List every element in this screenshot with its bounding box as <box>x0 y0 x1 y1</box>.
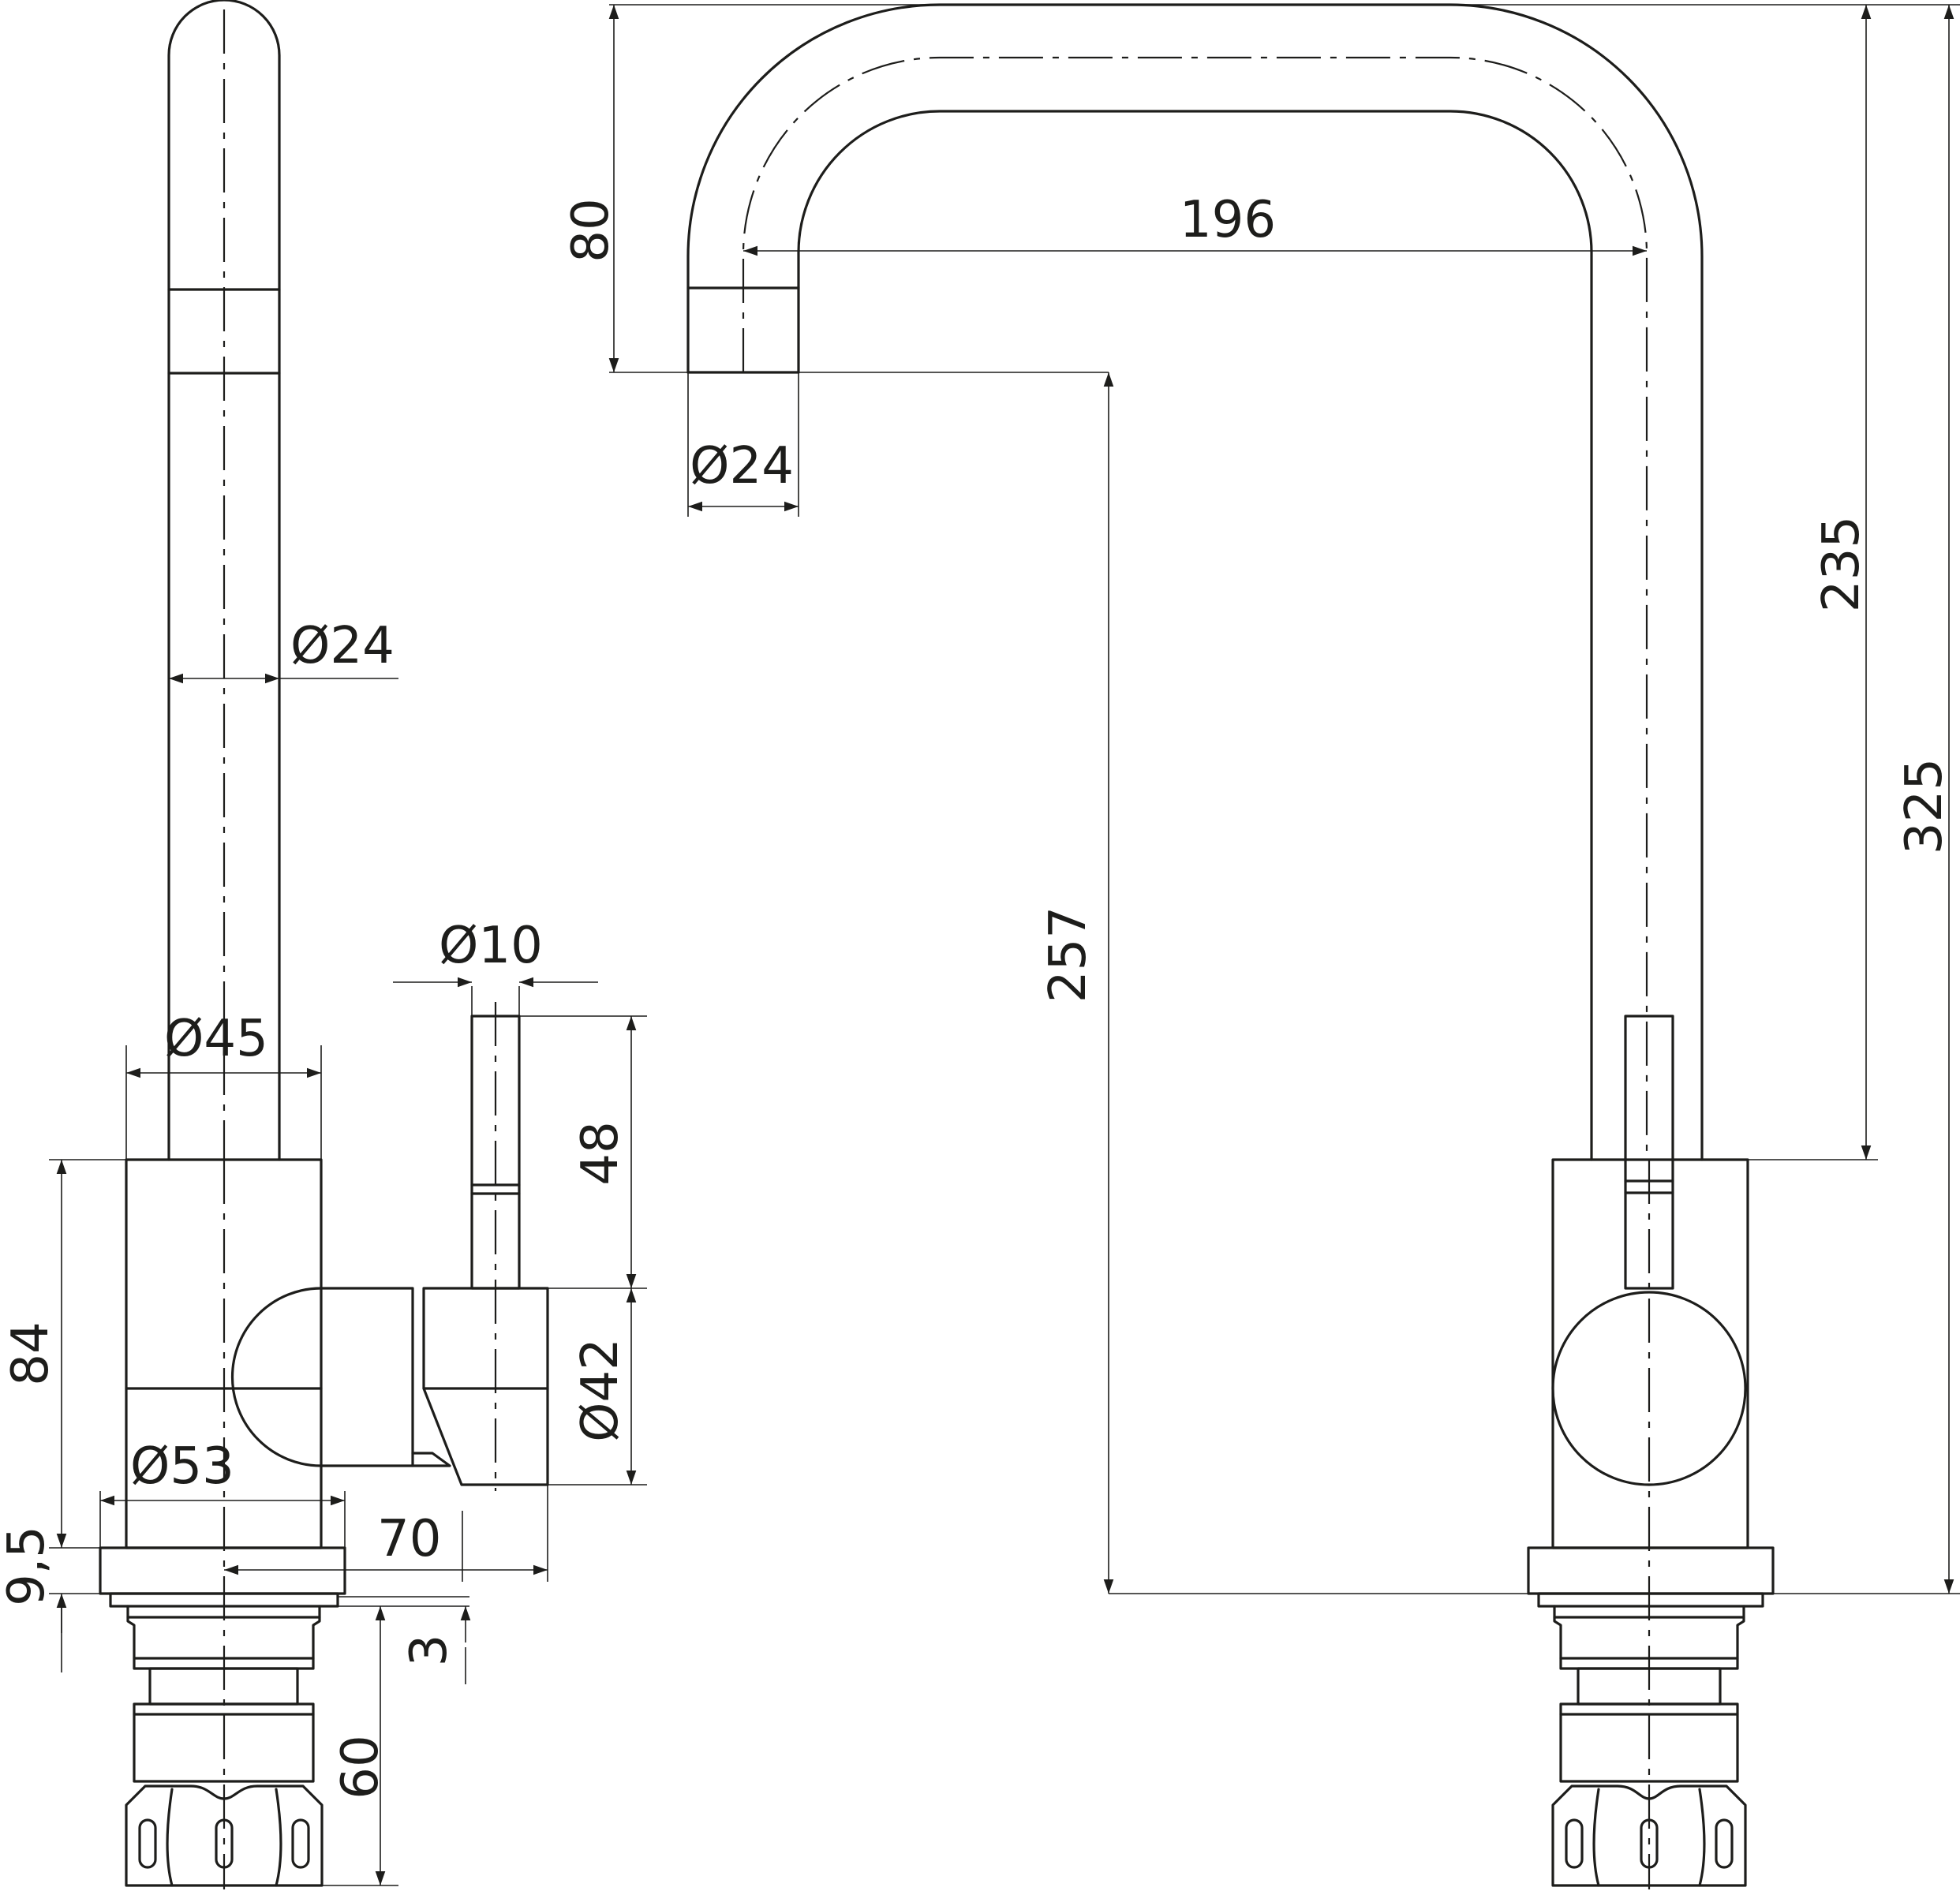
label-body-d45: Ø45 <box>164 1010 268 1068</box>
front-base-ring <box>1527 1546 1775 1595</box>
label-gap-3: 3 <box>400 1635 458 1667</box>
side-view <box>99 0 549 1889</box>
side-handle <box>422 1287 549 1486</box>
front-view <box>686 3 1775 1889</box>
label-lever-48: 48 <box>571 1121 630 1185</box>
front-dimensions: 80 196 Ø24 257 235 325 <box>562 4 1960 1594</box>
side-nut <box>125 1784 324 1887</box>
label-handle-d42: Ø42 <box>571 1338 630 1442</box>
label-lever-d10: Ø10 <box>439 917 543 975</box>
front-handle <box>1551 1291 1747 1486</box>
label-height-80: 80 <box>562 198 620 262</box>
front-body <box>1551 1158 1749 1549</box>
side-spout-tube <box>167 0 281 1161</box>
label-reach-196: 196 <box>1180 191 1276 249</box>
side-base-ring <box>99 1546 346 1595</box>
label-outlet-d24: Ø24 <box>690 437 794 495</box>
front-spout-tube <box>686 3 1704 1161</box>
label-base-d53: Ø53 <box>130 1437 234 1496</box>
label-height-257: 257 <box>1039 906 1098 1003</box>
label-height-235: 235 <box>1812 516 1871 612</box>
side-handle-cap <box>230 1287 414 1467</box>
label-depth-70: 70 <box>377 1510 441 1568</box>
front-nut <box>1551 1784 1747 1887</box>
label-height-325: 325 <box>1895 758 1954 854</box>
side-dimensions: Ø24 Ø10 48 Ø42 Ø45 84 Ø53 <box>0 617 647 1886</box>
label-spout-d24: Ø24 <box>290 617 395 675</box>
label-body-84: 84 <box>2 1321 60 1385</box>
label-washer-9-5: 9,5 <box>0 1526 56 1606</box>
label-shank-60: 60 <box>331 1735 390 1799</box>
